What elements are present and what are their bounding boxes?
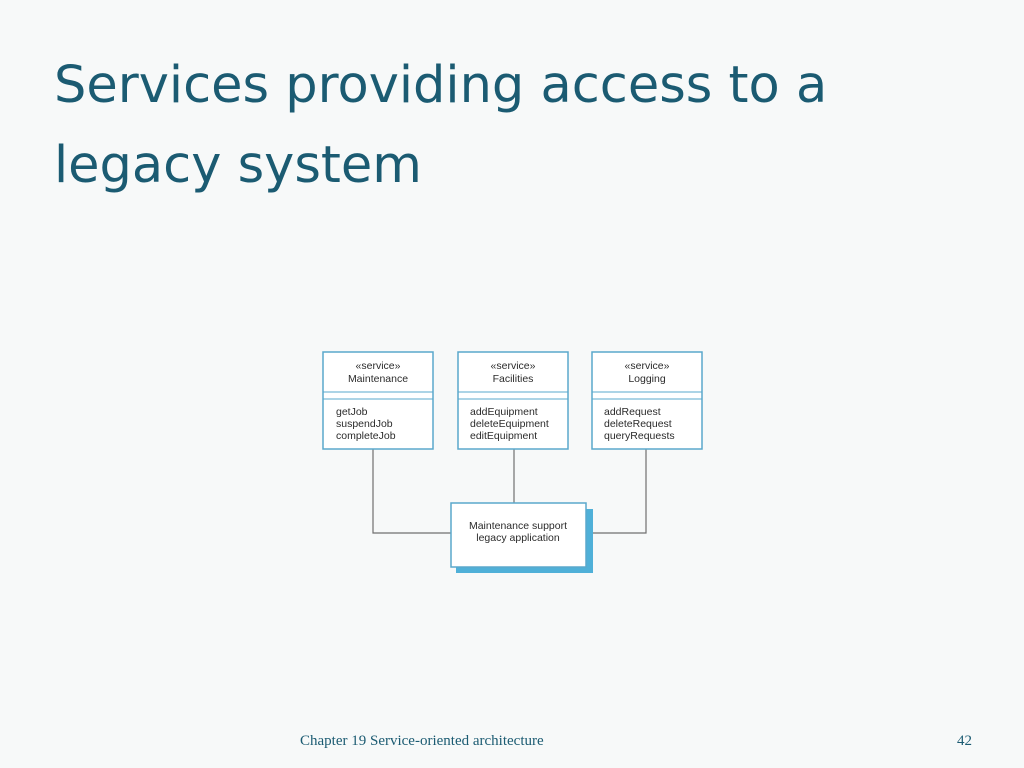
connector-logging-to-legacy [586,449,647,534]
service-stereotype: «service» [491,360,536,372]
service-stereotype: «service» [625,360,670,372]
service-box-maintenance: «service» Maintenance getJob suspendJob … [322,351,434,450]
service-operation: addEquipment [470,406,538,418]
service-box-frame [457,351,569,450]
service-operation: queryRequests [604,430,675,442]
service-box-frame [322,351,434,450]
service-name: Maintenance [348,373,408,385]
service-name: Logging [628,373,666,385]
legacy-application-box: Maintenance support legacy application [450,502,593,573]
page-number: 42 [957,733,972,749]
service-box-logging: «service» Logging addRequest deleteReque… [591,351,703,450]
service-name: Facilities [493,373,534,385]
slide-title: Services providing access to a legacy sy… [54,56,828,195]
service-stereotype: «service» [356,360,401,372]
footer-chapter: Chapter 19 Service-oriented architecture [300,733,544,749]
service-operation: completeJob [336,430,396,442]
service-box-frame [591,351,703,450]
service-operation: editEquipment [470,430,537,442]
service-operation: suspendJob [336,418,393,430]
legacy-label-line2: legacy application [476,532,560,544]
service-operation: deleteEquipment [470,418,549,430]
service-operation: deleteRequest [604,418,672,430]
service-box-facilities: «service» Facilities addEquipment delete… [457,351,569,450]
legacy-label-line1: Maintenance support [469,520,567,532]
legacy-box-frame [450,502,587,568]
service-operation: addRequest [604,406,661,418]
service-operation: getJob [336,406,368,418]
connector-maintenance-to-legacy [372,449,451,534]
